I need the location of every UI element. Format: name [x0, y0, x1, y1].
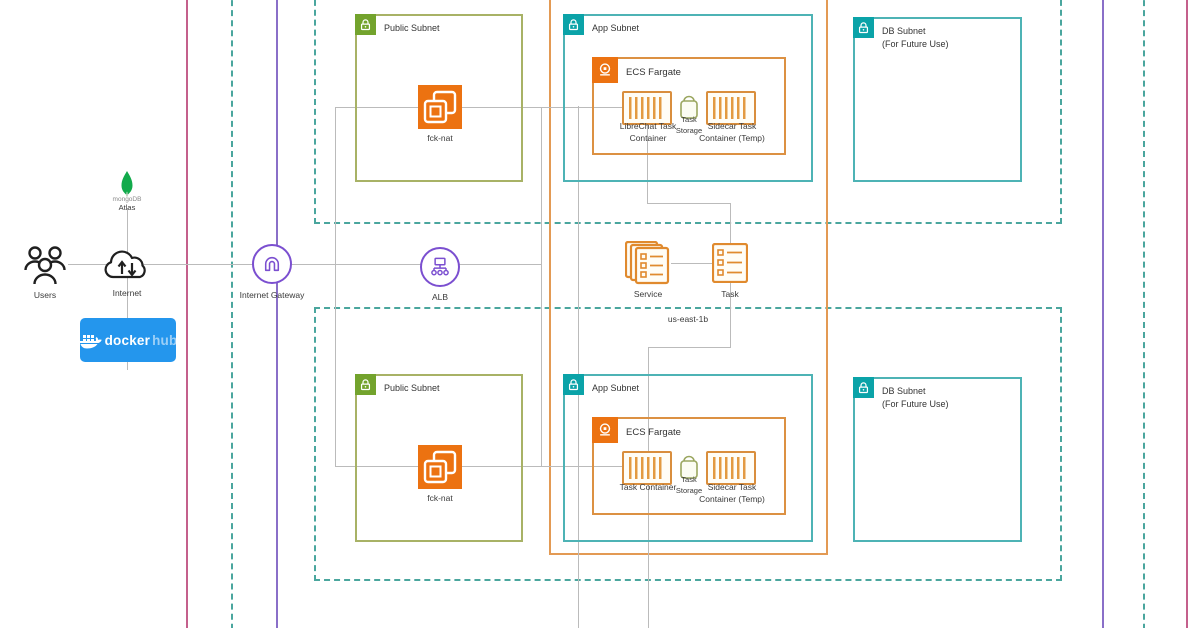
ec2-instance-icon: [418, 445, 462, 489]
dockerhub-word-hub: hub: [152, 332, 178, 348]
librechat-task-container-label-1: LibreChat Task: [619, 121, 677, 131]
connector-librechat-down: [647, 124, 648, 203]
connector-elbow-top: [647, 203, 731, 204]
app-subnet-bottom: App Subnet: [563, 374, 813, 542]
ecs-fargate-bottom-label: ECS Fargate: [626, 427, 681, 438]
db-subnet-top-label: DB Subnet: [882, 26, 926, 36]
ecs-fargate-bottom: ECS Fargate: [592, 417, 786, 515]
fcknat-bottom-label: fck-nat: [427, 493, 453, 503]
storage-volume-icon: [678, 454, 700, 486]
cloud-updown-arrows-icon: [102, 246, 152, 291]
vpc-border: [276, 0, 1104, 628]
region-border: [231, 0, 1145, 628]
fargate-icon: [592, 417, 618, 443]
container-icon: [706, 91, 756, 125]
padlock-icon: [853, 377, 874, 398]
service-label: Service: [633, 289, 663, 299]
sidecar-bottom-label-1: Sidecar Task: [707, 482, 757, 492]
load-balancer-icon: [420, 247, 460, 287]
connector-top-bus: [335, 107, 645, 108]
docker-whale-icon: [79, 332, 102, 349]
ec2-instance-icon: [418, 85, 462, 129]
task-storage-bottom-label-1: Task: [681, 475, 697, 484]
db-subnet-top: DB Subnet (For Future Use): [853, 17, 1022, 182]
outer-region-border: [186, 0, 1188, 628]
task-definition-icon: [711, 242, 749, 288]
connector-elbow-bottom: [648, 347, 731, 348]
sidecar-task-container-label-2: Container (Temp): [699, 133, 765, 143]
padlock-icon: [355, 14, 376, 35]
connector-docker-stub: [127, 362, 128, 370]
connector-alb-vertical: [541, 107, 542, 466]
task-storage-bottom-label-2: Storage: [675, 486, 703, 495]
mongodb-leaf-icon: [119, 170, 135, 202]
db-subnet-bottom: DB Subnet (For Future Use): [853, 377, 1022, 542]
alb-label: ALB: [431, 292, 449, 302]
mongodb-label-1: mongoDB: [112, 196, 142, 203]
ecs-cluster-border: [549, 0, 828, 555]
dockerhub-word-docker: docker: [104, 332, 151, 348]
connector-bottom-bus: [335, 466, 645, 467]
padlock-icon: [563, 374, 584, 395]
connector-task-down: [730, 281, 731, 347]
db-subnet-top-sublabel: (For Future Use): [882, 39, 949, 49]
app-subnet-bottom-label: App Subnet: [592, 383, 640, 393]
connector-service-task: [671, 263, 712, 264]
task-storage-top-label-2: Storage: [675, 126, 703, 135]
task-container-bottom-label: Task Container: [619, 482, 677, 492]
fcknat-top-label: fck-nat: [427, 133, 453, 143]
internet-gateway-label: Internet Gateway: [239, 290, 305, 300]
internet-label: Internet: [112, 288, 142, 298]
users-label: Users: [33, 290, 57, 300]
internet-gateway-icon: [252, 244, 292, 284]
docker-hub-badge: docker hub: [79, 318, 178, 362]
availability-zone-b-border: [314, 307, 1062, 581]
connector-vertical-2: [578, 106, 579, 628]
connector-to-task: [730, 203, 731, 245]
padlock-icon: [563, 14, 584, 35]
padlock-icon: [853, 17, 874, 38]
availability-zone-b-label: us-east-1b: [667, 314, 709, 324]
sidecar-bottom-label-2: Container (Temp): [699, 494, 765, 504]
fargate-icon: [592, 57, 618, 83]
public-subnet-top: Public Subnet: [355, 14, 523, 182]
public-subnet-bottom-label: Public Subnet: [384, 383, 440, 393]
container-icon: [622, 91, 672, 125]
connector-left-vertical: [335, 107, 336, 466]
connector-main-horizontal: [68, 264, 542, 265]
ecs-fargate-top-label: ECS Fargate: [626, 67, 681, 78]
task-storage-top-label-1: Task: [681, 115, 697, 124]
public-subnet-top-label: Public Subnet: [384, 23, 440, 33]
db-subnet-bottom-sublabel: (For Future Use): [882, 399, 949, 409]
public-subnet-bottom: Public Subnet: [355, 374, 523, 542]
connector-to-bottom-container: [648, 347, 649, 628]
storage-volume-icon: [678, 94, 700, 126]
mongodb-label-2: Atlas: [118, 203, 136, 212]
ecs-fargate-top: ECS Fargate: [592, 57, 786, 155]
db-subnet-bottom-label: DB Subnet: [882, 386, 926, 396]
container-icon: [706, 451, 756, 485]
people-group-icon: [22, 243, 68, 292]
availability-zone-a-border: [314, 0, 1062, 224]
sidecar-task-container-label-1: Sidecar Task: [707, 121, 757, 131]
app-subnet-top-label: App Subnet: [592, 23, 640, 33]
app-subnet-top: App Subnet: [563, 14, 813, 182]
service-stack-icon: [624, 240, 671, 290]
container-icon: [622, 451, 672, 485]
librechat-task-container-label-2: Container: [629, 133, 667, 143]
task-label: Task: [721, 289, 739, 299]
padlock-icon: [355, 374, 376, 395]
